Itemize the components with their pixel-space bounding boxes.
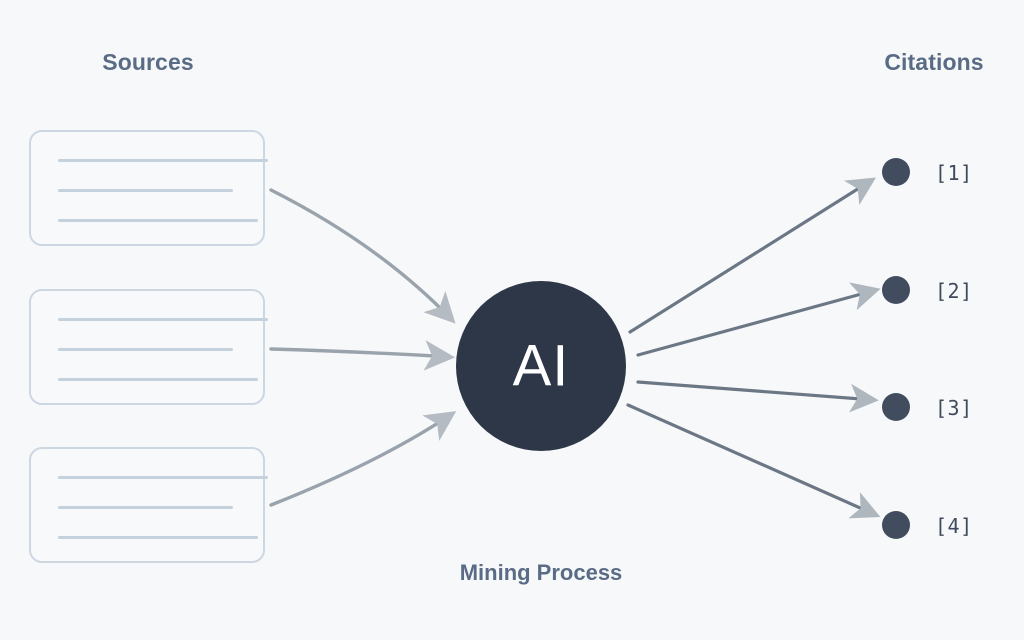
- ai-hub-circle: [456, 281, 626, 451]
- source-card-3-lines: [58, 476, 268, 539]
- citation-label-1[interactable]: [1]: [935, 161, 973, 185]
- source-card-3-line-2: [58, 506, 233, 509]
- citation-dot-4[interactable]: [882, 511, 910, 539]
- citation-dot-3[interactable]: [882, 393, 910, 421]
- citation-dot-1[interactable]: [882, 158, 910, 186]
- source-card-2-lines: [58, 318, 268, 381]
- ai-hub-label: AI: [513, 334, 570, 399]
- edge-source-3-to-ai: [269, 411, 457, 507]
- process-caption: Mining Process: [459, 560, 623, 585]
- source-card-1-line-2: [58, 189, 233, 192]
- citation-label-3[interactable]: [3]: [935, 396, 973, 420]
- source-card-2-line-3: [58, 378, 258, 381]
- edge-ai-to-citation-2: [636, 282, 881, 357]
- source-card-3-line-3: [58, 536, 258, 539]
- input-edge-group: [269, 188, 457, 507]
- citation-dot-2[interactable]: [882, 276, 910, 304]
- edge-source-1-to-ai: [269, 188, 456, 324]
- ai-hub-node[interactable]: AI: [456, 281, 626, 451]
- edge-ai-to-citation-3: [636, 380, 879, 413]
- edge-source-2-to-ai: [269, 340, 456, 371]
- edge-ai-to-citation-4: [626, 403, 881, 519]
- source-card-3-line-1: [58, 476, 268, 479]
- source-card-2-line-2: [58, 348, 233, 351]
- citations-column-heading: Citations: [884, 49, 984, 75]
- source-card-2[interactable]: [29, 289, 268, 405]
- output-edge-group: [626, 177, 881, 519]
- source-card-1-lines: [58, 159, 268, 222]
- edge-ai-to-citation-1: [628, 177, 877, 334]
- source-card-2-line-1: [58, 318, 268, 321]
- sources-column-heading: Sources: [102, 49, 194, 75]
- source-card-1-line-3: [58, 219, 258, 222]
- citation-label-4[interactable]: [4]: [935, 514, 973, 538]
- citation-dot-group: [882, 158, 910, 539]
- source-card-1[interactable]: [29, 130, 268, 246]
- citation-label-2[interactable]: [2]: [935, 279, 973, 303]
- source-card-3[interactable]: [29, 447, 268, 563]
- source-card-1-line-1: [58, 159, 268, 162]
